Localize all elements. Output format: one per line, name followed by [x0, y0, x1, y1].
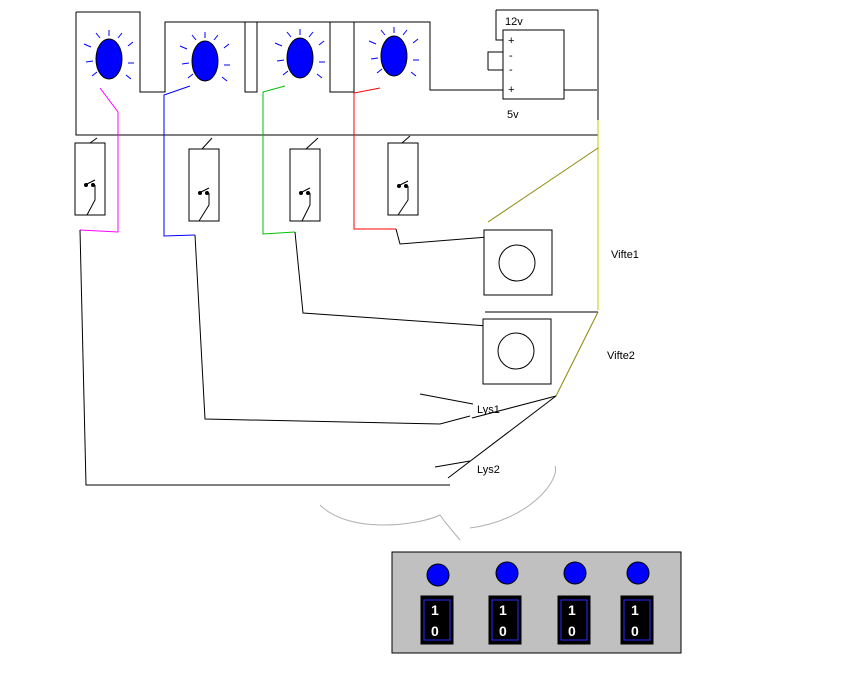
svg-text:0: 0	[631, 623, 639, 639]
psu-terminal-1: +	[508, 35, 514, 47]
wire-led-2	[163, 85, 196, 237]
relays	[74, 142, 419, 222]
wire-led-4	[353, 87, 396, 230]
wire-led-1	[79, 87, 119, 233]
relay-contacts	[84, 135, 411, 222]
panel-led-2	[495, 561, 519, 585]
relay-wiring	[79, 228, 489, 486]
psu-label-5v: 5v	[507, 109, 519, 121]
panel-switch-3[interactable]: 1 0	[557, 595, 591, 645]
psu-label-12v: 12v	[505, 16, 523, 28]
fan-1	[483, 229, 553, 296]
fan-2-label: Vifte2	[607, 350, 635, 362]
fan-1-label: Vifte1	[611, 249, 639, 261]
front-panel: 1 0 1 0 1 0 1 0	[391, 551, 682, 654]
panel-led-3	[563, 561, 587, 585]
relay-1	[74, 142, 106, 216]
power-supply: 12v 5v + - - +	[487, 9, 598, 121]
psu-terminal-3: -	[509, 64, 513, 76]
led-3	[274, 29, 325, 79]
panel-led-1	[426, 563, 450, 587]
svg-text:0: 0	[568, 623, 576, 639]
panel-switch-4[interactable]: 1 0	[620, 595, 654, 645]
led-1	[83, 30, 134, 80]
led-2	[179, 32, 230, 82]
svg-text:1: 1	[499, 602, 507, 618]
relay-2	[188, 148, 220, 222]
psu-terminal-4: +	[508, 84, 514, 96]
svg-text:0: 0	[499, 623, 507, 639]
led-housing	[75, 11, 598, 136]
svg-text:1: 1	[568, 602, 576, 618]
led-4	[368, 27, 419, 77]
panel-switch-1[interactable]: 1 0	[420, 595, 454, 645]
supply-wiring	[447, 10, 599, 479]
light-2-label: Lys2	[477, 464, 500, 476]
wire-led-3	[262, 85, 296, 235]
svg-text:1: 1	[631, 602, 639, 618]
svg-text:1: 1	[431, 602, 439, 618]
panel-led-4	[626, 561, 650, 585]
svg-text:0: 0	[431, 623, 439, 639]
relay-3	[289, 148, 321, 222]
led-wires	[79, 85, 396, 237]
panel-switch-2[interactable]: 1 0	[488, 595, 522, 645]
fan-2	[482, 318, 552, 385]
psu-terminal-2: -	[509, 50, 513, 62]
arrow-sketch	[319, 465, 557, 541]
relay-4	[387, 142, 419, 216]
light-1-label: Lys1	[477, 404, 500, 416]
